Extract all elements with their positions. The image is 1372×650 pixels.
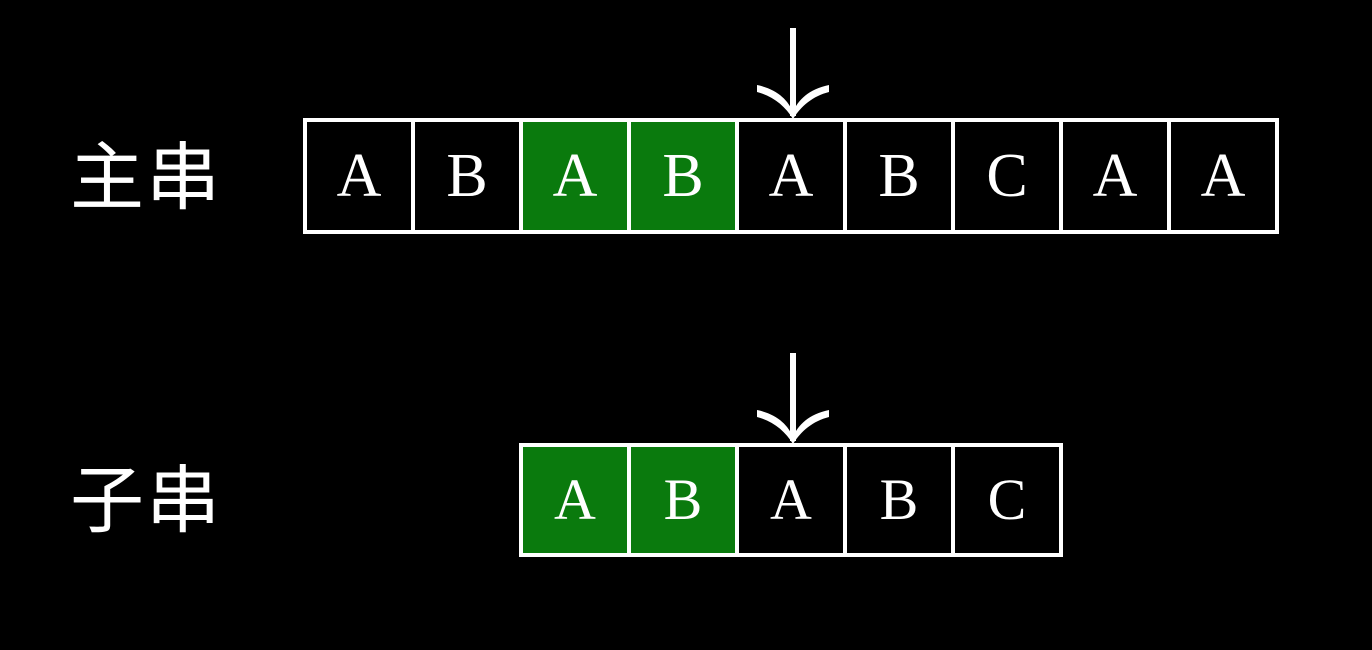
main-cell-2[interactable]: A (523, 122, 631, 230)
sub-cell-4-char: C (987, 467, 1027, 532)
sub-string-strip: A B A B C (519, 443, 1063, 557)
sub-cell-2-char: A (770, 467, 812, 532)
main-cell-5[interactable]: B (847, 122, 955, 230)
main-string-strip: A B A B A B C A A (303, 118, 1279, 234)
main-cell-8[interactable]: A (1171, 122, 1275, 230)
sub-cell-0-char: A (554, 467, 596, 532)
sub-string-pointer-arrow (757, 353, 829, 444)
sub-cell-4[interactable]: C (955, 447, 1059, 553)
main-cell-3[interactable]: B (631, 122, 739, 230)
main-cell-1-char: B (446, 142, 488, 210)
sub-cell-3-char: B (879, 467, 919, 532)
main-cell-6-char: C (986, 142, 1028, 210)
sub-cell-1[interactable]: B (631, 447, 739, 553)
sub-cell-3[interactable]: B (847, 447, 955, 553)
main-cell-4-char: A (768, 142, 814, 210)
main-cell-3-char: B (662, 142, 704, 210)
main-cell-1[interactable]: B (415, 122, 523, 230)
main-cell-6[interactable]: C (955, 122, 1063, 230)
sub-cell-1-char: B (663, 467, 703, 532)
main-cell-2-char: A (552, 142, 598, 210)
main-string-label: 主串 (70, 135, 222, 221)
sub-cell-0[interactable]: A (523, 447, 631, 553)
main-cell-0-char: A (336, 142, 382, 210)
sub-string-label: 子串 (70, 458, 222, 544)
main-cell-7-char: A (1092, 142, 1138, 210)
main-cell-0[interactable]: A (307, 122, 415, 230)
main-cell-7[interactable]: A (1063, 122, 1171, 230)
main-cell-4[interactable]: A (739, 122, 847, 230)
main-cell-8-char: A (1200, 142, 1246, 210)
main-string-pointer-arrow (757, 28, 829, 119)
main-cell-5-char: B (878, 142, 920, 210)
sub-cell-2[interactable]: A (739, 447, 847, 553)
